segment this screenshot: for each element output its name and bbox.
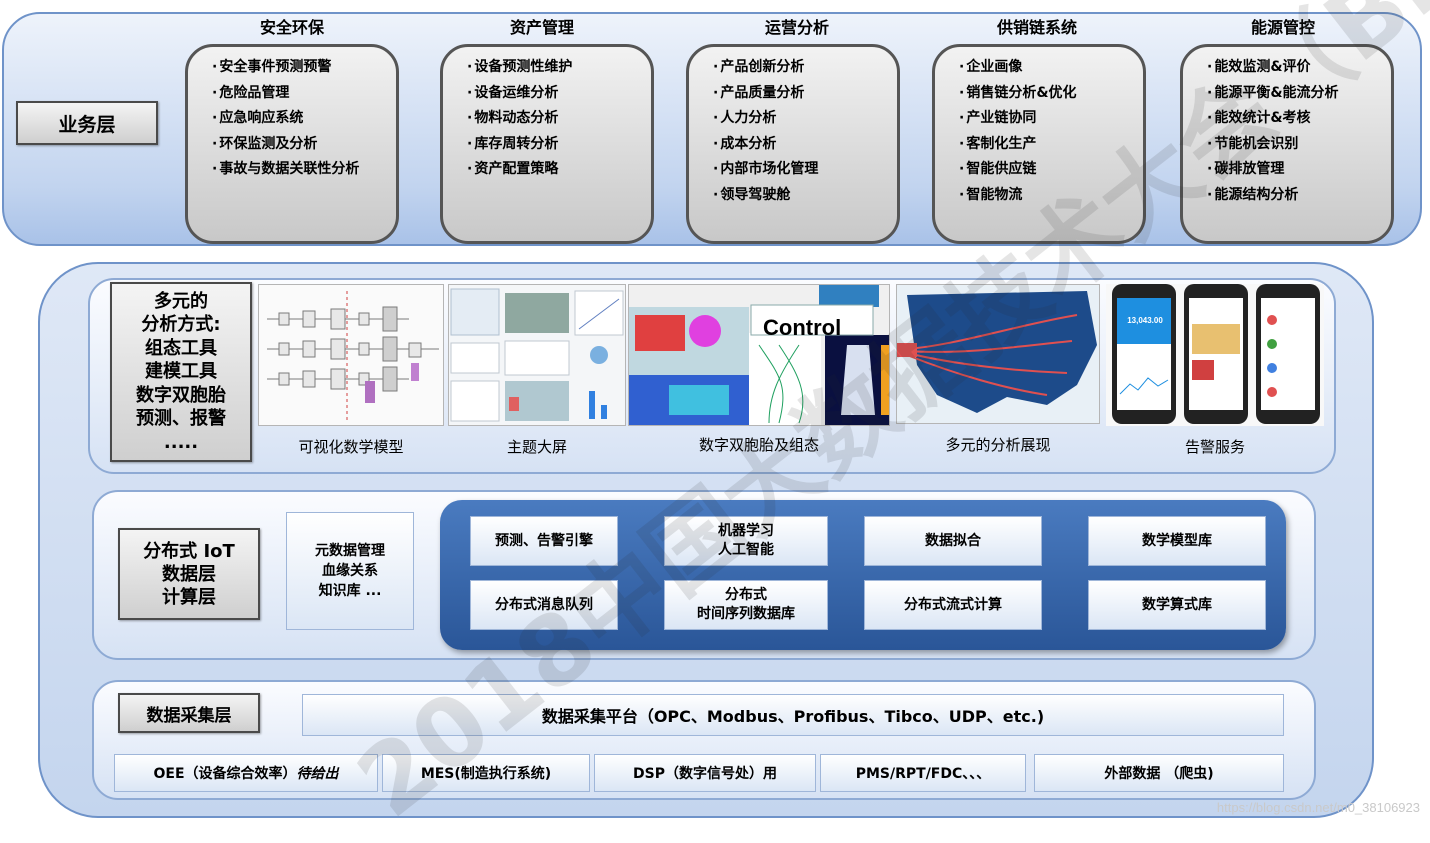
module-item: 客制化生产 [959,132,1143,158]
business-module-box: 企业画像销售链分析&优化产业链协同客制化生产智能供应链智能物流 [932,44,1146,244]
module-item: 产品创新分析 [713,55,897,81]
module-item: 设备运维分析 [467,81,651,107]
compute-tile: 数据拟合 [864,516,1042,566]
module-item: 设备预测性维护 [467,55,651,81]
column-title: 运营分析 [764,18,829,37]
collection-platform-bar: 数据采集平台（OPC、Modbus、Profibus、Tibco、UDP、etc… [302,694,1284,736]
thumb-digital-twin: Control [628,284,890,426]
analysis-label-line: ..... [163,431,199,453]
metadata-box: 元数据管理 血缘关系 知识库 ... [286,512,414,630]
module-item: 领导驾驶舱 [713,183,897,209]
analysis-label-line: 组态工具 [145,337,217,359]
module-item: 智能供应链 [959,157,1143,183]
data-source-note: 待给出 [296,766,339,782]
thumb-caption: 告警服务 [1184,438,1245,456]
data-source-label: MES(制造执行系统) [420,766,552,782]
data-source-box: MES(制造执行系统) [382,754,590,792]
module-item: 安全事件预测预警 [212,55,396,81]
digital-twin-diagram [629,285,889,425]
dashboard-diagram [449,285,625,425]
thumb-process-model [258,284,444,426]
compute-tile: 分布式流式计算 [864,580,1042,630]
data-source-label: OEE（设备综合效率） [153,766,297,782]
module-item: 库存周转分析 [467,132,651,158]
module-item: 销售链分析&优化 [959,81,1143,107]
business-module-box: 能效监测&评价能源平衡&能流分析能效统计&考核节能机会识别碳排放管理能源结构分析 [1180,44,1394,244]
data-source-box: PMS/RPT/FDC、、、 [820,754,1026,792]
business-module-box: 设备预测性维护设备运维分析物料动态分析库存周转分析资产配置策略 [440,44,654,244]
business-module-box: 安全事件预测预警危险品管理应急响应系统环保监测及分析事故与数据关联性分析 [185,44,399,244]
process-model-diagram [259,285,443,425]
module-item: 资产配置策略 [467,157,651,183]
module-item: 应急响应系统 [212,106,396,132]
module-item: 节能机会识别 [1207,132,1391,158]
source-url: https://blog.csdn.net/m0_38106923 [1216,800,1420,815]
phone-value: 13,043.00 [1127,316,1163,325]
analysis-label-line: 预测、报警 [136,408,226,430]
thumb-caption: 可视化数学模型 [298,438,404,456]
analysis-label-line: 分析方式: [141,314,221,336]
module-item: 产品质量分析 [713,81,897,107]
data-source-label: 外部数据 （爬虫) [1104,766,1214,782]
data-source-label: PMS/RPT/FDC、、、 [855,766,991,782]
analysis-label-line: 建模工具 [145,361,217,383]
module-item: 物料动态分析 [467,106,651,132]
compute-tile: 机器学习 人工智能 [664,516,828,566]
analysis-methods-label: 多元的 分析方式: 组态工具 建模工具 数字双胞胎 预测、报警 ..... [110,282,252,462]
iot-layer-label: 分布式 IoT 数据层 计算层 [118,528,260,620]
thumb-dashboard [448,284,626,426]
column-title: 资产管理 [509,18,574,37]
thumb-caption: 多元的分析展现 [945,436,1051,454]
module-item: 能源结构分析 [1207,183,1391,209]
thumb-alert-phones: 13,043.00 [1106,284,1324,426]
module-item: 能效监测&评价 [1207,55,1391,81]
module-item: 成本分析 [713,132,897,158]
analysis-label-line: 多元的 [154,290,208,312]
analysis-label-line: 数字双胞胎 [136,384,226,406]
module-item: 能效统计&考核 [1207,106,1391,132]
compute-tile: 分布式 时间序列数据库 [664,580,828,630]
data-source-box: DSP（数字信号处）用 [594,754,816,792]
module-item: 内部市场化管理 [713,157,897,183]
thumb-caption: 主题大屏 [506,438,567,456]
thumb-flow-map [896,284,1100,424]
compute-tile: 数学算式库 [1088,580,1266,630]
flow-map [897,285,1099,423]
data-source-box: OEE（设备综合效率）待给出 [114,754,378,792]
phones-graphic [1112,284,1320,424]
column-title: 能源管控 [1250,18,1315,37]
module-item: 环保监测及分析 [212,132,396,158]
column-title: 供销链系统 [996,18,1077,37]
data-source-label: DSP（数字信号处）用 [633,766,777,782]
business-module-box: 产品创新分析产品质量分析人力分析成本分析内部市场化管理领导驾驶舱 [686,44,900,244]
business-layer-label: 业务层 [16,101,158,145]
module-item: 事故与数据关联性分析 [212,157,396,183]
collection-layer-label: 数据采集层 [118,693,260,733]
module-item: 人力分析 [713,106,897,132]
module-item: 产业链协同 [959,106,1143,132]
thumb-caption: 数字双胞胎及组态 [698,436,819,454]
control-overlay-text: Control [763,315,842,340]
data-source-box: 外部数据 （爬虫) [1034,754,1284,792]
compute-tile: 数学模型库 [1088,516,1266,566]
compute-tile: 分布式消息队列 [470,580,618,630]
module-item: 危险品管理 [212,81,396,107]
module-item: 智能物流 [959,183,1143,209]
module-item: 企业画像 [959,55,1143,81]
module-item: 能源平衡&能流分析 [1207,81,1391,107]
module-item: 碳排放管理 [1207,157,1391,183]
compute-tile: 预测、告警引擎 [470,516,618,566]
column-title: 安全环保 [259,18,324,37]
